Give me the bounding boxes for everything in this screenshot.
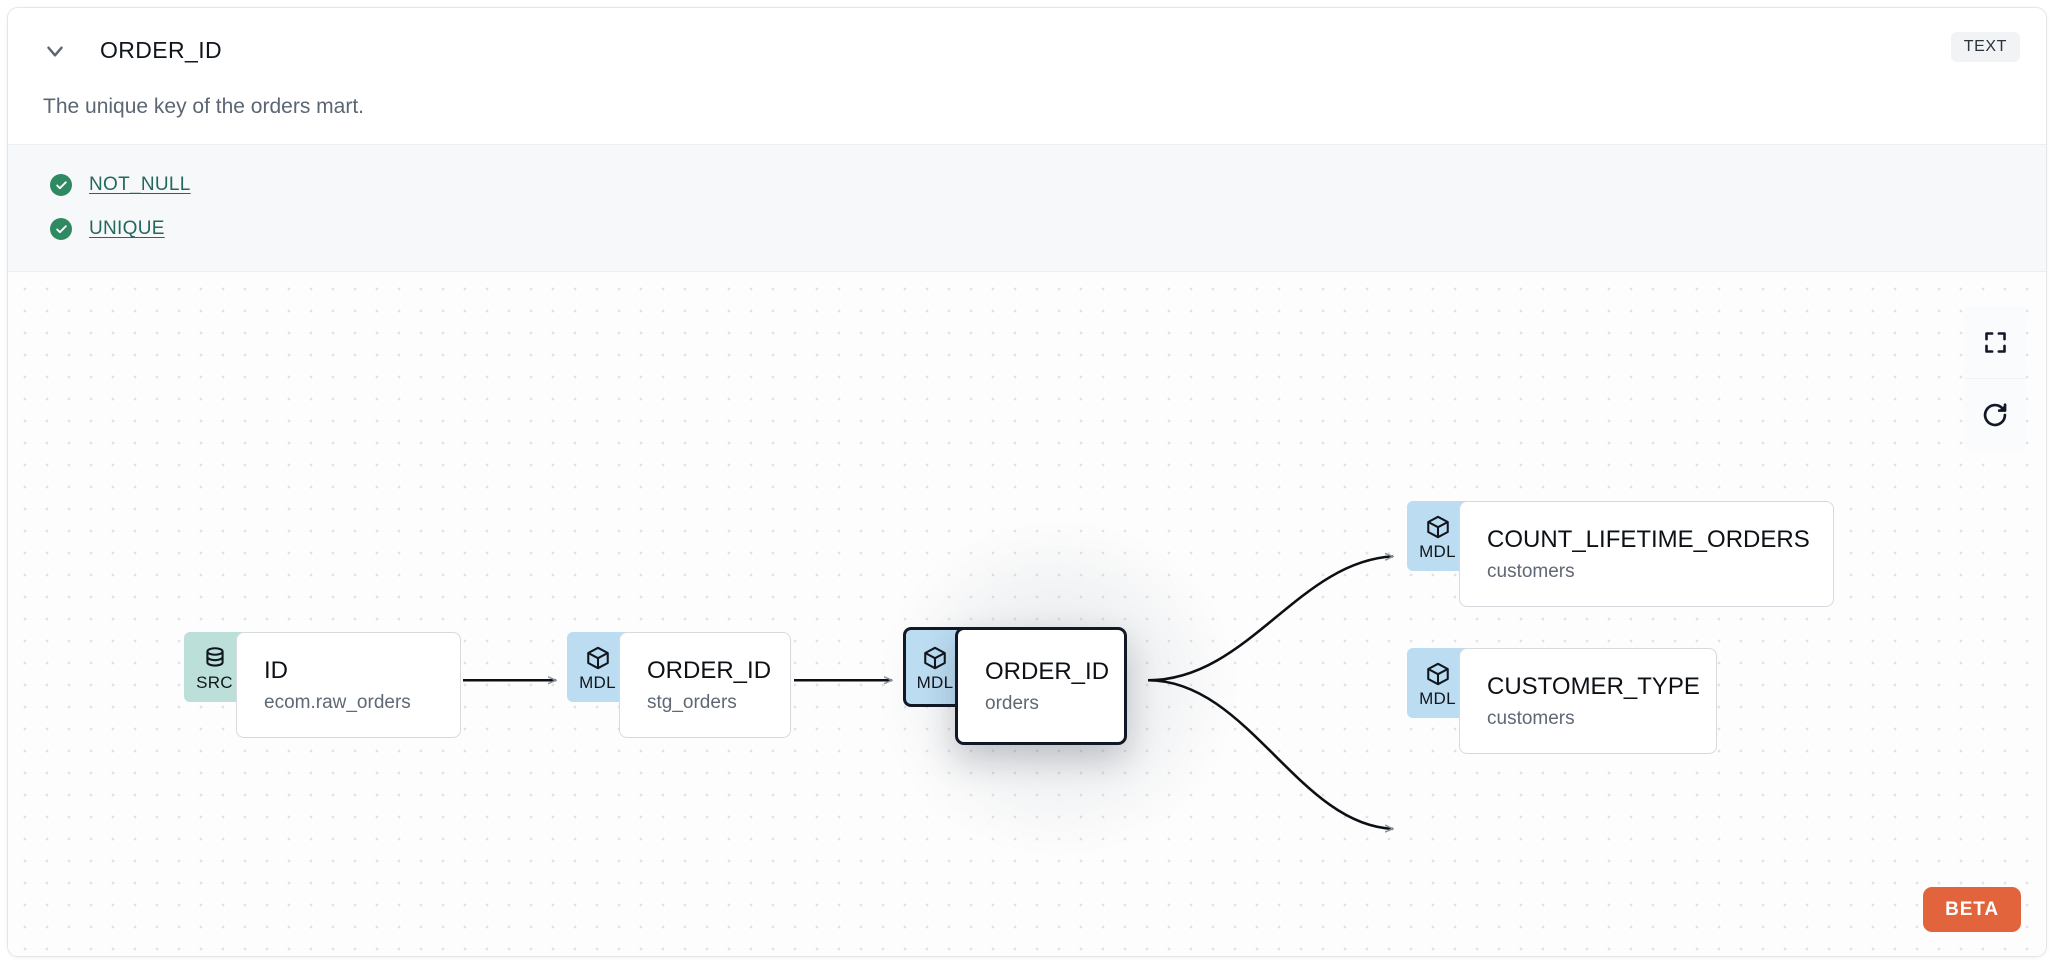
canvas-toolbar xyxy=(1964,306,2026,452)
test-link-not-null[interactable]: NOT_NULL xyxy=(89,174,191,196)
node-badge-mdl: MDL xyxy=(567,632,628,703)
lineage-node-orders-selected[interactable]: MDL ORDER_ID orders xyxy=(903,627,1127,746)
node-subtitle: customers xyxy=(1487,560,1575,582)
node-body: ORDER_ID orders xyxy=(955,627,1127,746)
chevron-down-icon[interactable] xyxy=(38,34,72,68)
node-badge-label: MDL xyxy=(916,672,954,692)
node-badge-mdl: MDL xyxy=(1407,501,1468,572)
node-badge-label: MDL xyxy=(1419,688,1456,708)
node-badge-src: SRC xyxy=(184,632,245,703)
node-subtitle: stg_orders xyxy=(647,691,737,713)
node-name: ORDER_ID xyxy=(985,658,1110,686)
lineage-node-stg-orders[interactable]: MDL ORDER_ID stg_orders xyxy=(567,632,791,739)
lineage-canvas[interactable]: SRC ID ecom.raw_orders MDL xyxy=(8,272,2046,956)
fit-view-icon xyxy=(1982,329,2009,356)
lineage-node-count-lifetime-orders[interactable]: MDL COUNT_LIFETIME_ORDERS customers xyxy=(1407,501,1834,608)
node-name: ORDER_ID xyxy=(647,657,772,685)
node-badge-label: MDL xyxy=(579,672,616,692)
check-circle-icon xyxy=(50,218,72,241)
test-link-unique[interactable]: UNIQUE xyxy=(89,218,165,240)
test-row: UNIQUE xyxy=(50,207,2016,251)
card-header: ORDER_ID TEXT xyxy=(8,8,2046,93)
cube-icon xyxy=(1426,662,1449,686)
node-body: ID ecom.raw_orders xyxy=(236,632,461,739)
node-name: CUSTOMER_TYPE xyxy=(1487,673,1700,701)
node-subtitle: orders xyxy=(985,692,1039,714)
cube-icon xyxy=(586,646,609,670)
node-badge-mdl: MDL xyxy=(1407,648,1468,719)
column-description: The unique key of the orders mart. xyxy=(43,95,364,118)
node-name: ID xyxy=(264,657,288,685)
node-badge-label: SRC xyxy=(196,672,233,692)
database-icon xyxy=(205,647,224,667)
reset-view-button[interactable] xyxy=(1964,378,2026,451)
tests-section: NOT_NULL UNIQUE xyxy=(8,144,2046,273)
lineage-node-customer-type[interactable]: MDL CUSTOMER_TYPE customers xyxy=(1407,648,1717,755)
fit-view-button[interactable] xyxy=(1964,306,2026,378)
cube-icon xyxy=(1426,515,1449,539)
column-detail-card: ORDER_ID TEXT The unique key of the orde… xyxy=(7,7,2047,957)
lineage-node-src-id[interactable]: SRC ID ecom.raw_orders xyxy=(184,632,461,739)
cube-icon xyxy=(924,646,946,670)
node-badge-label: MDL xyxy=(1419,541,1456,561)
page-title: ORDER_ID xyxy=(100,37,223,63)
node-body: ORDER_ID stg_orders xyxy=(619,632,791,739)
node-subtitle: ecom.raw_orders xyxy=(264,691,411,713)
node-subtitle: customers xyxy=(1487,707,1575,729)
column-type-badge: TEXT xyxy=(1950,32,2020,62)
refresh-icon xyxy=(1981,401,2009,429)
test-row: NOT_NULL xyxy=(50,163,2016,207)
lineage-edges xyxy=(463,520,2046,857)
node-name: COUNT_LIFETIME_ORDERS xyxy=(1487,526,1810,554)
node-body: COUNT_LIFETIME_ORDERS customers xyxy=(1459,501,1834,608)
node-body: CUSTOMER_TYPE customers xyxy=(1459,648,1717,755)
beta-badge[interactable]: BETA xyxy=(1923,887,2021,932)
check-circle-icon xyxy=(50,174,72,197)
